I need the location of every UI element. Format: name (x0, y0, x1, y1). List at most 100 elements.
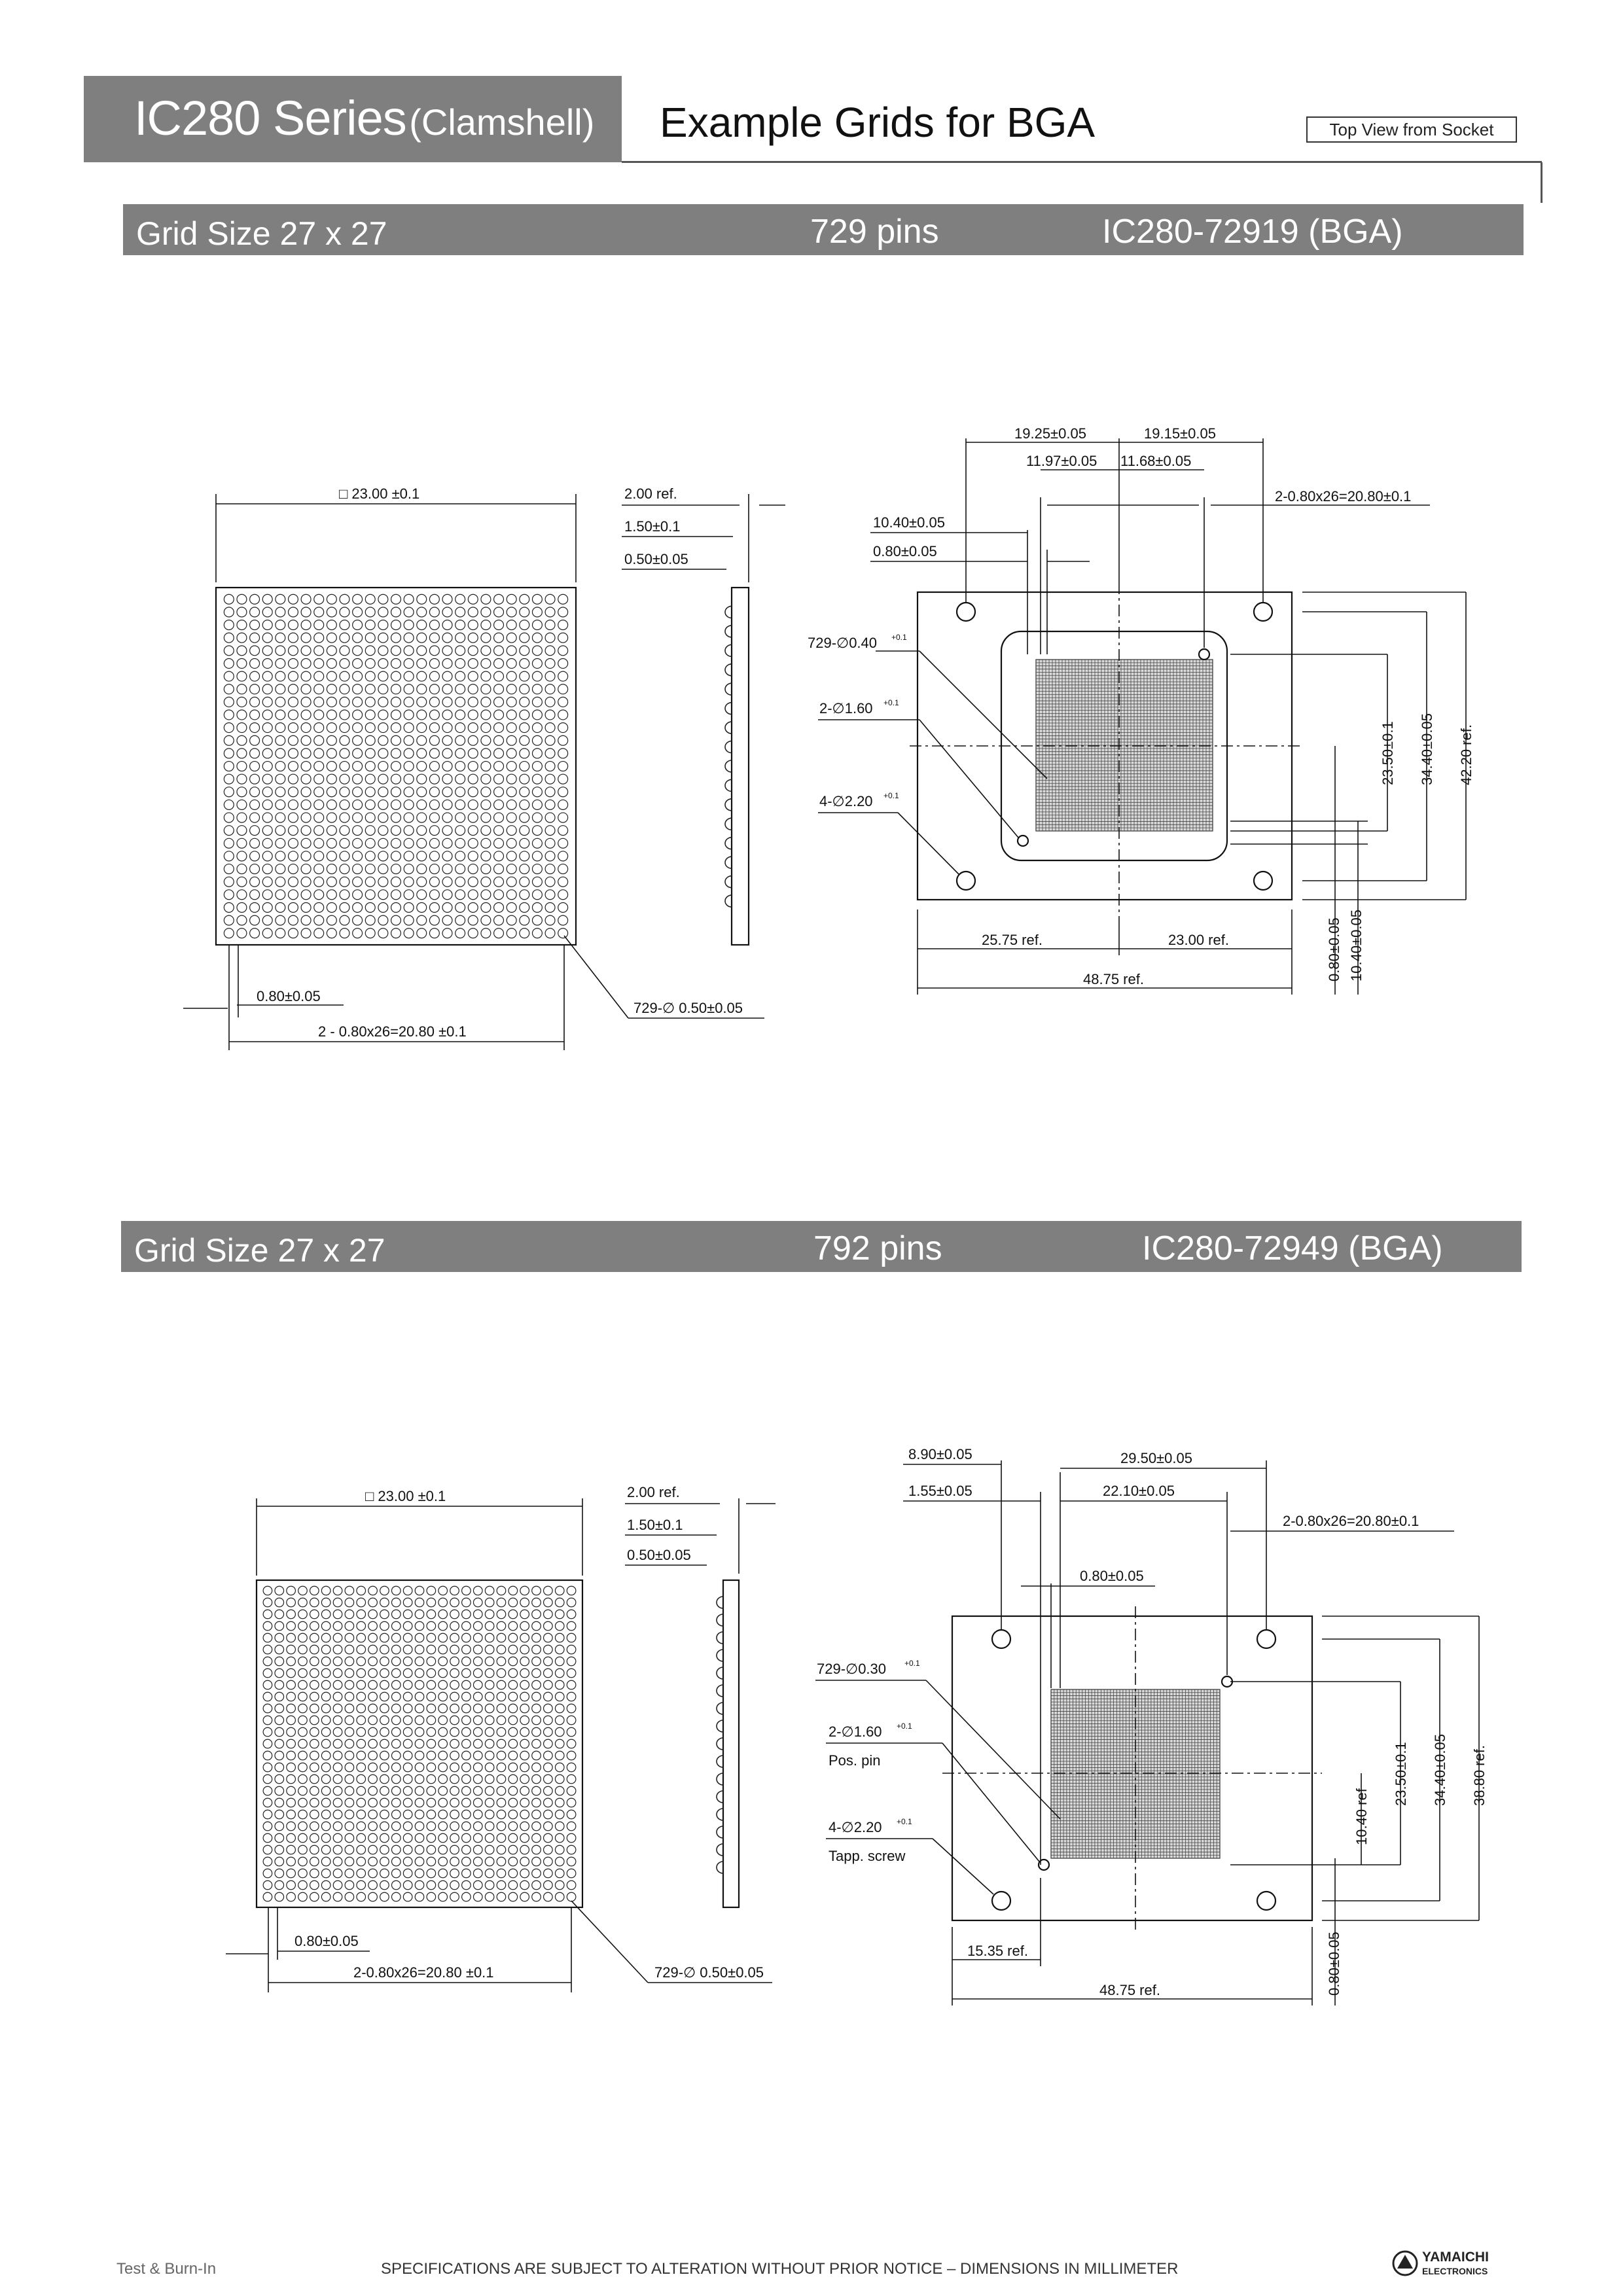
solder-ball (274, 1809, 285, 1820)
solder-ball (286, 1703, 296, 1714)
solder-ball (566, 1797, 577, 1808)
solder-ball (442, 632, 453, 643)
solder-ball (390, 593, 402, 605)
solder-ball (368, 1868, 378, 1879)
solder-ball (287, 709, 299, 720)
solder-ball (262, 812, 273, 823)
side-ball (724, 836, 732, 850)
solder-ball (461, 1750, 471, 1761)
solder-ball (390, 607, 402, 618)
callout-screw: 4-∅2.20 (829, 1819, 882, 1835)
solder-ball (321, 1774, 331, 1784)
solder-ball (321, 1680, 331, 1690)
solder-ball (426, 1821, 437, 1831)
solder-ball (520, 1668, 530, 1678)
solder-ball (321, 1644, 331, 1655)
solder-ball (380, 1668, 389, 1678)
solder-ball (554, 1774, 565, 1784)
solder-ball (438, 1845, 448, 1855)
solder-ball (493, 928, 505, 939)
solder-ball (558, 722, 569, 733)
solder-ball (262, 1868, 273, 1879)
solder-ball (326, 735, 337, 746)
solder-ball (403, 645, 414, 656)
solder-ball (429, 876, 440, 887)
solder-ball (416, 889, 427, 900)
solder-ball (442, 915, 453, 926)
solder-ball (442, 812, 453, 823)
solder-ball (378, 684, 389, 695)
solder-ball (520, 1821, 530, 1831)
solder-ball (414, 1597, 425, 1608)
dim-d6: 0.80±0.05 (1080, 1568, 1144, 1584)
solder-ball (442, 645, 453, 656)
solder-ball (356, 1809, 366, 1820)
solder-ball (493, 889, 505, 900)
solder-ball (461, 1868, 471, 1879)
solder-ball (543, 1727, 553, 1737)
solder-ball (442, 889, 453, 900)
solder-ball (493, 786, 505, 798)
solder-ball (508, 1833, 518, 1843)
header-band (84, 76, 622, 162)
dim-height-ball: 1.50±0.1 (624, 518, 680, 535)
solder-ball (506, 902, 517, 913)
solder-ball (506, 863, 517, 875)
solder-ball (275, 684, 286, 695)
solder-ball (544, 851, 556, 862)
solder-ball (309, 1727, 319, 1737)
solder-ball (262, 1727, 273, 1737)
solder-ball (309, 1715, 319, 1725)
solder-ball (368, 1597, 378, 1608)
solder-ball (543, 1880, 553, 1890)
solder-ball (442, 722, 453, 733)
solder-ball (496, 1868, 507, 1879)
solder-ball (344, 1845, 355, 1855)
solder-ball (262, 851, 273, 862)
ball-array (223, 593, 569, 939)
solder-ball (249, 812, 260, 823)
solder-ball (531, 1856, 541, 1867)
solder-ball (368, 1786, 378, 1796)
solder-ball (262, 773, 273, 785)
solder-ball (531, 1821, 541, 1831)
solder-ball (344, 1750, 355, 1761)
solder-ball (380, 1609, 389, 1619)
solder-ball (429, 799, 440, 810)
solder-ball (544, 658, 556, 669)
solder-ball (380, 1715, 389, 1725)
solder-ball (249, 684, 260, 695)
solder-ball (286, 1892, 296, 1902)
solder-ball (326, 799, 337, 810)
solder-ball (287, 863, 299, 875)
solder-ball (508, 1774, 518, 1784)
solder-ball (298, 1868, 308, 1879)
solder-ball (223, 722, 234, 733)
solder-ball (554, 1809, 565, 1820)
solder-ball (493, 825, 505, 836)
solder-ball (426, 1609, 437, 1619)
solder-ball (473, 1680, 483, 1690)
solder-ball (286, 1750, 296, 1761)
solder-ball (496, 1845, 507, 1855)
solder-ball (455, 851, 466, 862)
solder-ball (313, 620, 325, 631)
solder-ball (473, 1856, 483, 1867)
solder-ball (321, 1633, 331, 1643)
solder-ball (287, 902, 299, 913)
solder-ball (378, 696, 389, 707)
solder-ball (236, 620, 247, 631)
dim-v5: 10.40 ref (1353, 1788, 1370, 1845)
solder-ball (467, 671, 478, 682)
solder-ball (506, 696, 517, 707)
solder-ball (287, 607, 299, 618)
solder-ball (450, 1750, 459, 1761)
solder-ball (438, 1880, 448, 1890)
solder-ball (300, 825, 312, 836)
solder-ball (558, 889, 569, 900)
solder-ball (520, 1644, 530, 1655)
solder-ball (496, 1856, 507, 1867)
solder-ball (544, 696, 556, 707)
solder-ball (566, 1774, 577, 1784)
side-ball (724, 701, 732, 715)
